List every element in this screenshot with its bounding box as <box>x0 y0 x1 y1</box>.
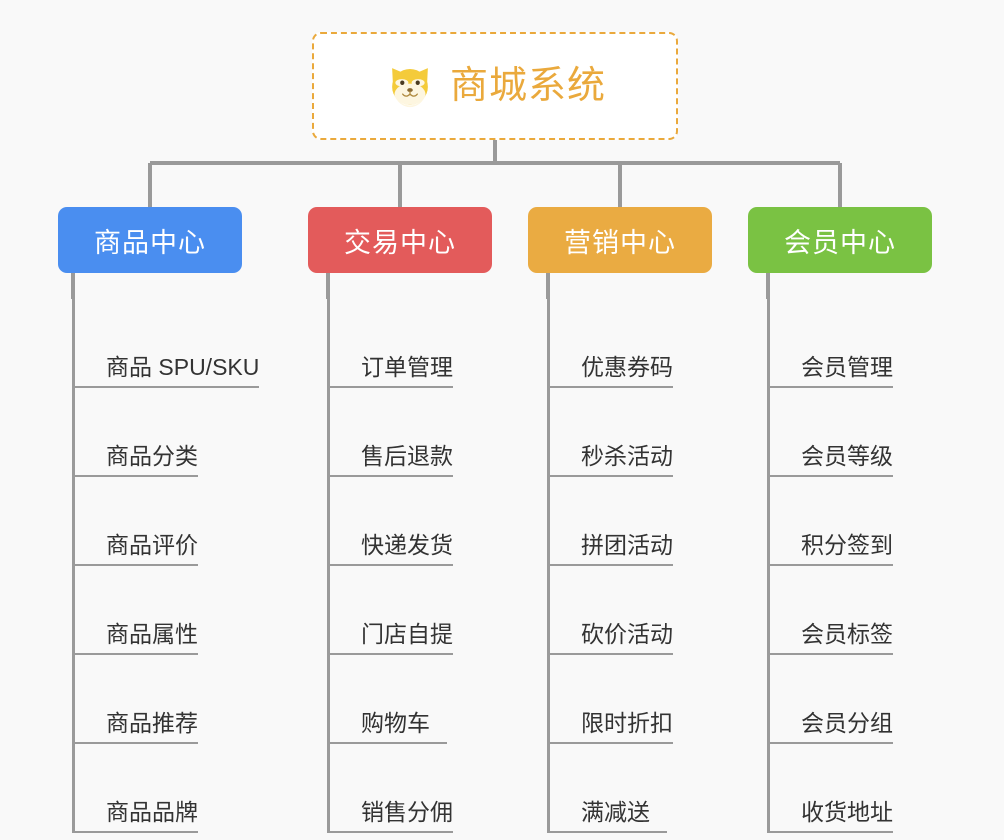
leaf-label: 会员分组 <box>801 709 893 736</box>
leaf-item[interactable]: 会员分组 <box>767 655 893 744</box>
leaf-list-trade: 订单管理 售后退款 快递发货 门店自提 购物车 销售分佣 <box>327 299 492 833</box>
leaf-item[interactable]: 售后退款 <box>327 388 453 477</box>
leaf-item[interactable]: 商品分类 <box>72 388 198 477</box>
leaf-item[interactable]: 拼团活动 <box>547 477 673 566</box>
leaf-list-marketing: 优惠券码 秒杀活动 拼团活动 砍价活动 限时折扣 满减送 <box>547 299 712 833</box>
branch-spine <box>767 299 770 833</box>
leaf-list-product: 商品 SPU/SKU 商品分类 商品评价 商品属性 商品推荐 商品品牌 <box>72 299 260 833</box>
leaf-item[interactable]: 商品属性 <box>72 566 198 655</box>
leaf-label: 秒杀活动 <box>581 442 673 469</box>
leaf-item[interactable]: 销售分佣 <box>327 744 453 833</box>
shiba-dog-face-icon <box>392 68 428 108</box>
leaf-label: 快递发货 <box>361 531 453 558</box>
leaf-label: 商品评价 <box>106 531 198 558</box>
leaf-label: 会员管理 <box>801 353 893 380</box>
leaf-item[interactable]: 收货地址 <box>767 744 893 833</box>
leaf-label: 销售分佣 <box>361 798 453 825</box>
leaf-label: 购物车 <box>361 709 430 736</box>
leaf-item[interactable]: 快递发货 <box>327 477 453 566</box>
leaf-item[interactable]: 商品推荐 <box>72 655 198 744</box>
branch-column-member: 会员中心 会员管理 会员等级 积分签到 会员标签 会员分组 收货地址 <box>748 207 932 833</box>
branch-spine <box>327 299 330 833</box>
leaf-item[interactable]: 会员标签 <box>767 566 893 655</box>
leaf-label: 会员等级 <box>801 442 893 469</box>
leaf-item[interactable]: 满减送 <box>547 744 667 833</box>
branch-column-trade: 交易中心 订单管理 售后退款 快递发货 门店自提 购物车 销售分佣 <box>308 207 492 833</box>
leaf-item[interactable]: 限时折扣 <box>547 655 673 744</box>
leaf-label: 商品属性 <box>106 620 198 647</box>
leaf-label: 商品品牌 <box>106 798 198 825</box>
leaf-label: 限时折扣 <box>581 709 673 736</box>
branch-column-marketing: 营销中心 优惠券码 秒杀活动 拼团活动 砍价活动 限时折扣 满减送 <box>528 207 712 833</box>
leaf-item[interactable]: 商品 SPU/SKU <box>72 299 260 388</box>
leaf-list-member: 会员管理 会员等级 积分签到 会员标签 会员分组 收货地址 <box>767 299 932 833</box>
leaf-label: 会员标签 <box>801 620 893 647</box>
leaf-item[interactable]: 积分签到 <box>767 477 893 566</box>
leaf-item[interactable]: 砍价活动 <box>547 566 673 655</box>
leaf-item[interactable]: 优惠券码 <box>547 299 673 388</box>
branch-spine <box>72 299 75 833</box>
leaf-label: 优惠券码 <box>581 353 673 380</box>
root-title: 商城系统 <box>449 65 606 107</box>
leaf-item[interactable]: 商品评价 <box>72 477 198 566</box>
leaf-item[interactable]: 商品品牌 <box>72 744 198 833</box>
branch-header-member[interactable]: 会员中心 <box>748 207 932 273</box>
branch-column-product: 商品中心 商品 SPU/SKU 商品分类 商品评价 商品属性 商品推荐 商品品牌 <box>58 207 260 833</box>
leaf-item[interactable]: 会员等级 <box>767 388 893 477</box>
leaf-label: 商品 SPU/SKU <box>106 353 260 380</box>
leaf-label: 订单管理 <box>361 353 453 380</box>
branch-header-product[interactable]: 商品中心 <box>58 207 242 273</box>
branch-header-marketing[interactable]: 营销中心 <box>528 207 712 273</box>
leaf-label: 砍价活动 <box>581 620 673 647</box>
leaf-label: 满减送 <box>581 798 650 825</box>
leaf-label: 售后退款 <box>361 442 453 469</box>
branch-header-trade[interactable]: 交易中心 <box>308 207 492 273</box>
leaf-item[interactable]: 秒杀活动 <box>547 388 673 477</box>
leaf-label: 商品分类 <box>106 442 198 469</box>
leaf-item[interactable]: 会员管理 <box>767 299 893 388</box>
branch-spine <box>547 299 550 833</box>
root-node[interactable]: 商城系统 <box>312 32 678 140</box>
leaf-item[interactable]: 门店自提 <box>327 566 453 655</box>
leaf-label: 收货地址 <box>801 798 893 825</box>
leaf-label: 门店自提 <box>361 620 453 647</box>
leaf-label: 拼团活动 <box>581 531 673 558</box>
leaf-label: 积分签到 <box>801 531 893 558</box>
leaf-label: 商品推荐 <box>106 709 198 736</box>
leaf-item[interactable]: 购物车 <box>327 655 447 744</box>
leaf-item[interactable]: 订单管理 <box>327 299 453 388</box>
